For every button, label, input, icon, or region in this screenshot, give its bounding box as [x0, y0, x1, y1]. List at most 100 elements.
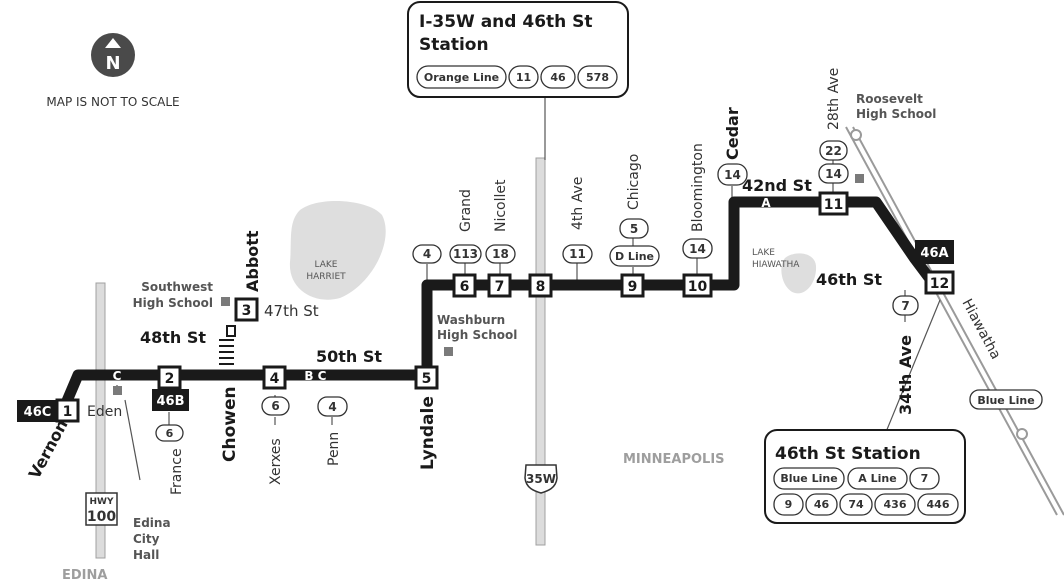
- lake-hiawatha-label-1: LAKE: [752, 248, 775, 258]
- route-letter-a: A: [761, 196, 771, 210]
- stop-11[interactable]: 11: [818, 191, 849, 216]
- street-france: France: [169, 448, 185, 495]
- stop-1[interactable]: 1: [55, 398, 80, 423]
- svg-text:9: 9: [785, 498, 793, 511]
- svg-text:46C: 46C: [24, 405, 52, 420]
- street-xerxes: Xerxes: [268, 438, 284, 485]
- svg-text:6: 6: [166, 427, 174, 440]
- route-tag-46a: 46A: [915, 240, 954, 264]
- landmark-edina-city-hall: Edina: [133, 516, 171, 530]
- lake-hiawatha-label-2: HIAWATHA: [752, 260, 800, 270]
- route-tag-46b: 46B: [152, 389, 189, 411]
- connection-bubble-28th-ave-22: 22: [819, 140, 848, 161]
- stop-7[interactable]: 7: [487, 273, 512, 298]
- route-letter-c: C: [318, 369, 327, 383]
- landmark-roosevelt-hs: High School: [856, 107, 936, 121]
- stop-number: 5: [422, 371, 432, 387]
- street-abbott: Abbott: [243, 230, 262, 292]
- callout-i35w-station[interactable]: I-35W and 46th St Station Orange Line 11…: [407, 1, 629, 160]
- route-line: [58, 196, 939, 414]
- street-bloomington: Bloomington: [690, 143, 706, 232]
- stop-12[interactable]: 12: [924, 270, 955, 295]
- landmark-edina-city-hall: City: [133, 532, 160, 546]
- connection-bubble-penn: 4: [317, 396, 348, 417]
- svg-text:D Line: D Line: [615, 250, 654, 263]
- stop-number: 1: [63, 404, 73, 420]
- svg-text:18: 18: [492, 247, 509, 261]
- svg-text:4: 4: [423, 247, 431, 261]
- svg-text:46: 46: [550, 71, 566, 84]
- landmark-roosevelt-hs: Roosevelt: [856, 92, 923, 106]
- svg-text:14: 14: [724, 168, 741, 182]
- callout-route-pill: 46: [540, 65, 576, 89]
- street-47th: 47th St: [264, 302, 319, 320]
- stop-number: 10: [688, 279, 708, 295]
- stop-2[interactable]: 2: [157, 365, 182, 390]
- connection-bubble-lyndale: 4: [412, 244, 442, 264]
- stop-5[interactable]: 5: [414, 365, 439, 390]
- connection-bubble-4th-ave: 11: [562, 244, 593, 264]
- street-42nd: 42nd St: [742, 176, 812, 195]
- route-letter-c: C: [113, 369, 122, 383]
- landmark-southwest-hs: Southwest: [141, 280, 213, 294]
- hwy-100-shield: HWY 100: [85, 492, 118, 526]
- svg-text:4: 4: [328, 400, 336, 414]
- connection-bubble-chicago-brt: D Line: [609, 245, 660, 267]
- route-tag-46c: 46C: [17, 400, 58, 422]
- callout-route-pill: Blue Line: [773, 467, 845, 490]
- callout-46th-st-station[interactable]: 46th St Station Blue Line A Line 7 9 46 …: [764, 429, 966, 524]
- connection-bubble-34th-ave: 7: [892, 295, 919, 316]
- interstate-35w-shield: 35W: [524, 464, 558, 494]
- highway-100-road: [95, 282, 106, 559]
- stop-4[interactable]: 4: [262, 365, 287, 390]
- svg-text:578: 578: [586, 71, 609, 84]
- street-48th: 48th St: [140, 328, 206, 347]
- street-cedar: Cedar: [723, 107, 742, 160]
- svg-text:Blue Line: Blue Line: [780, 472, 837, 485]
- stop-number: 12: [930, 276, 949, 292]
- callout-route-pill: 11: [508, 65, 539, 89]
- stop-6[interactable]: 6: [452, 273, 477, 298]
- landmark-washburn-hs-marker: [444, 347, 453, 356]
- svg-text:Orange Line: Orange Line: [424, 71, 499, 84]
- landmark-edina-city-hall: Hall: [133, 548, 159, 562]
- svg-text:22: 22: [825, 144, 842, 158]
- street-chicago: Chicago: [626, 154, 642, 210]
- street-grand: Grand: [458, 189, 474, 232]
- callout-title: Station: [419, 35, 489, 55]
- street-28th-ave: 28th Ave: [826, 68, 842, 130]
- svg-text:46A: 46A: [920, 246, 948, 261]
- lake-harriet-label-2: HARRIET: [306, 272, 346, 282]
- stop-number: 3: [242, 303, 252, 319]
- svg-text:N: N: [105, 53, 120, 74]
- svg-text:11: 11: [516, 71, 531, 84]
- stop-number: 4: [270, 371, 280, 387]
- street-chowen: Chowen: [220, 386, 240, 462]
- landmark-southwest-hs: High School: [133, 296, 213, 310]
- landmark-roosevelt-hs-marker: [855, 174, 864, 183]
- stop-number: 2: [165, 371, 175, 387]
- stop-3[interactable]: 3: [234, 297, 259, 322]
- landmark-southwest-hs-marker: [221, 297, 230, 306]
- connection-bubble-france: 6: [155, 424, 184, 442]
- street-34th-ave: 34th Ave: [896, 335, 915, 415]
- landmark-washburn-hs: High School: [437, 328, 517, 342]
- route-branch-48th: [219, 325, 236, 365]
- stop-number: 11: [824, 197, 843, 213]
- svg-text:100: 100: [87, 509, 116, 525]
- hiawatha-rail: [845, 126, 1064, 516]
- north-arrow-icon: [105, 38, 121, 48]
- stop-number: 9: [628, 279, 638, 295]
- stop-8[interactable]: 8: [528, 273, 553, 298]
- stop-number: 7: [495, 279, 505, 295]
- svg-text:5: 5: [630, 222, 638, 236]
- street-eden: Eden: [87, 404, 122, 420]
- landmark-edina-city-hall-marker: [113, 386, 122, 395]
- callout-title: I-35W and 46th St: [419, 12, 593, 32]
- callout-route-pill: Orange Line: [416, 65, 507, 89]
- stop-10[interactable]: 10: [682, 273, 713, 298]
- area-label-edina: EDINA: [62, 568, 107, 583]
- stop-9[interactable]: 9: [620, 273, 645, 298]
- svg-text:11: 11: [569, 247, 586, 261]
